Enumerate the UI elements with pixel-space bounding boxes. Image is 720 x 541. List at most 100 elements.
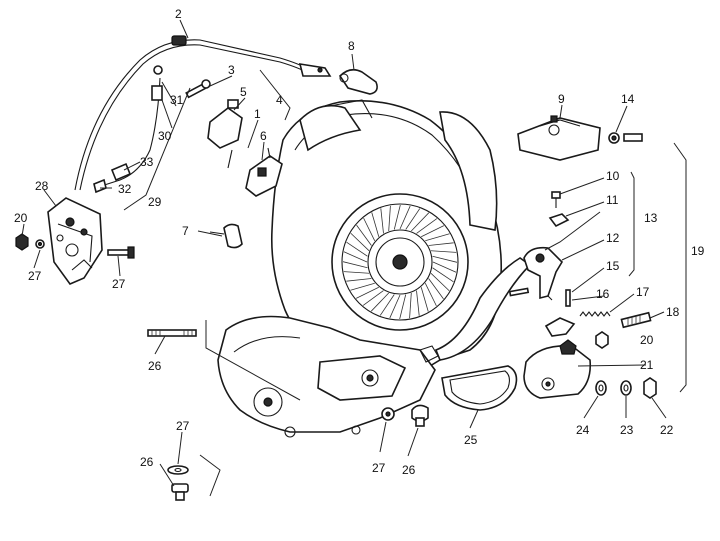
callout-8: 8 [348, 39, 355, 53]
callout-17: 17 [636, 285, 650, 299]
leader-lines [21, 19, 687, 497]
part-27-washer-left [167, 465, 189, 475]
callout-34: 31 [170, 93, 184, 107]
part-5-coil [207, 99, 243, 169]
fan-blade [380, 208, 384, 234]
callout-31: 28 [35, 179, 49, 193]
swing-arm [434, 257, 532, 361]
part-21-housing [523, 339, 592, 399]
fan-blade [424, 283, 437, 307]
fan-blade [350, 282, 375, 291]
part-29-washer [35, 239, 45, 249]
fan-blade [420, 287, 429, 312]
callout-26-left: 26 [140, 455, 154, 469]
part-24-washer [595, 380, 607, 396]
callout-32: 29 [148, 195, 162, 209]
callout-35: 32 [118, 182, 132, 196]
callout-11: 11 [606, 193, 619, 207]
callout-27-center: 27 [372, 461, 386, 475]
part-27-washer-center [381, 407, 395, 421]
callout-25: 25 [464, 433, 478, 447]
fan-blade [416, 218, 438, 234]
callout-13: 13 [644, 211, 658, 225]
callout-22: 22 [660, 423, 674, 437]
part-23-washer [620, 380, 632, 396]
fan-blade [350, 232, 370, 252]
part-9-cover [517, 115, 601, 161]
part-30-screw [107, 246, 135, 259]
fan-blade [432, 255, 458, 263]
fan-blade [428, 278, 444, 300]
part-3-bolt [185, 79, 211, 99]
part-22-nut [643, 377, 657, 399]
part-lever-small [544, 317, 576, 337]
callout-29: 27 [28, 269, 42, 283]
part-26-bolt-center [411, 404, 429, 427]
part-17-spring [579, 311, 611, 317]
part-2-cable [74, 35, 332, 191]
callout-23: 23 [620, 423, 634, 437]
part-15-pin [508, 287, 530, 297]
fan-blade [425, 233, 450, 242]
part-26-bolt-left [171, 483, 189, 501]
callout-33: 30 [158, 129, 172, 143]
part-14-fastener [608, 132, 643, 144]
fan-blade [346, 278, 372, 282]
callout-18: 18 [666, 305, 680, 319]
callout-14: 14 [621, 92, 635, 106]
callout-27-upper: 27 [176, 419, 190, 433]
flywheel-fan [331, 193, 469, 331]
fan-blade [363, 217, 376, 241]
fan-blade [346, 241, 368, 257]
callout-26-center: 26 [402, 463, 416, 477]
crankcase [217, 315, 439, 438]
part-16-pin [565, 289, 571, 307]
fan-blade [342, 261, 368, 269]
callout-30: 27 [112, 277, 126, 291]
callout-12: 12 [606, 231, 620, 245]
part-12-lever [523, 246, 564, 301]
callout-10: 10 [606, 169, 620, 183]
part-20-nut-left [15, 233, 29, 251]
part-7-plug [209, 223, 243, 249]
fan-blade [416, 290, 420, 316]
part-20-nut-right [595, 331, 609, 349]
callout-16: 16 [596, 287, 610, 301]
part-11-clip [548, 213, 570, 228]
fan-blade [428, 242, 454, 246]
callout-4: 4 [276, 93, 283, 107]
callout-9: 9 [558, 92, 565, 106]
part-10-screw [551, 191, 561, 208]
callout-3: 3 [228, 63, 235, 77]
fan-blade [399, 205, 411, 230]
part-6-module [245, 147, 283, 197]
callout-6: 6 [260, 129, 267, 143]
callout-24: 24 [576, 423, 590, 437]
part-28-stud [147, 329, 197, 337]
callout-labels: 2 8 3 31 5 4 1 30 6 33 32 28 29 20 7 27 … [14, 7, 705, 477]
part-31-switch-assembly [47, 197, 103, 285]
part-25-gasket [441, 365, 518, 411]
fan-blade [410, 212, 430, 232]
fan-blade [430, 250, 457, 253]
callout-2: 2 [175, 7, 182, 21]
callout-7: 7 [182, 224, 189, 238]
callout-1: 1 [254, 107, 261, 121]
fan-blade [343, 251, 368, 263]
part-8-boot [338, 68, 378, 95]
fan-blade [432, 261, 457, 273]
fan-blade [370, 292, 390, 312]
callout-15: 15 [606, 259, 620, 273]
fan-blade [379, 294, 395, 316]
fan-blade [405, 208, 421, 230]
fan-blade [393, 204, 401, 230]
callout-20-left: 20 [14, 211, 28, 225]
callout-5: 5 [240, 85, 247, 99]
fan-blade [388, 205, 391, 232]
fan-blade [432, 267, 454, 283]
part-33-36-cable-fittings [93, 65, 163, 194]
part-18-bolt [620, 311, 652, 329]
callout-36: 33 [140, 155, 154, 169]
callout-21: 21 [640, 358, 654, 372]
